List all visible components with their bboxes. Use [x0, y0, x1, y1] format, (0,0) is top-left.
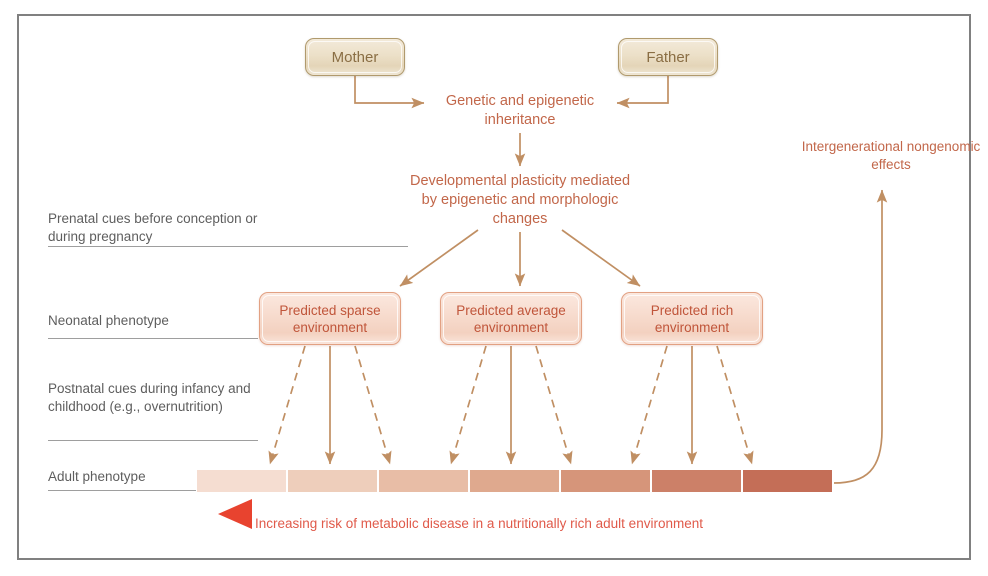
node-sparse-label: Predicted sparse environment [279, 302, 381, 335]
stage-label-postnatal: Postnatal cues during infancy and childh… [48, 381, 251, 414]
adult-phenotype-gradient-bar [197, 470, 832, 492]
gradient-segment-6 [652, 470, 741, 492]
node-intergenerational-nongenomic-effects: Intergenerational nongenomic effects [801, 139, 981, 172]
gradient-segment-3 [379, 470, 468, 492]
node-father[interactable]: Father [618, 38, 718, 76]
stage-label-neonatal: Neonatal phenotype [48, 313, 169, 328]
node-predicted-average-environment[interactable]: Predicted average environment [440, 292, 582, 345]
gradient-segment-7 [743, 470, 832, 492]
gradient-segment-4 [470, 470, 559, 492]
stage-divider-neonatal [48, 338, 258, 339]
node-mother[interactable]: Mother [305, 38, 405, 76]
gradient-segment-5 [561, 470, 650, 492]
node-average-label: Predicted average environment [456, 302, 566, 335]
gradient-segment-2 [288, 470, 377, 492]
stage-label-adult: Adult phenotype [48, 469, 146, 484]
stage-divider-prenatal [48, 246, 408, 247]
node-predicted-sparse-environment[interactable]: Predicted sparse environment [259, 292, 401, 345]
node-mother-label: Mother [331, 48, 379, 66]
node-rich-label: Predicted rich environment [650, 302, 734, 335]
figure-frame [17, 14, 971, 560]
risk-scale-caption: Increasing risk of metabolic disease in … [255, 516, 703, 531]
gradient-segment-1 [197, 470, 286, 492]
node-predicted-rich-environment[interactable]: Predicted rich environment [621, 292, 763, 345]
node-developmental-plasticity: Developmental plasticity mediated by epi… [409, 173, 631, 227]
node-father-label: Father [646, 48, 690, 66]
node-genetic-epigenetic-inheritance: Genetic and epigenetic inheritance [445, 93, 595, 128]
stage-divider-postnatal [48, 440, 258, 441]
stage-label-prenatal: Prenatal cues before conception or durin… [48, 211, 258, 244]
stage-divider-adult [48, 490, 196, 491]
